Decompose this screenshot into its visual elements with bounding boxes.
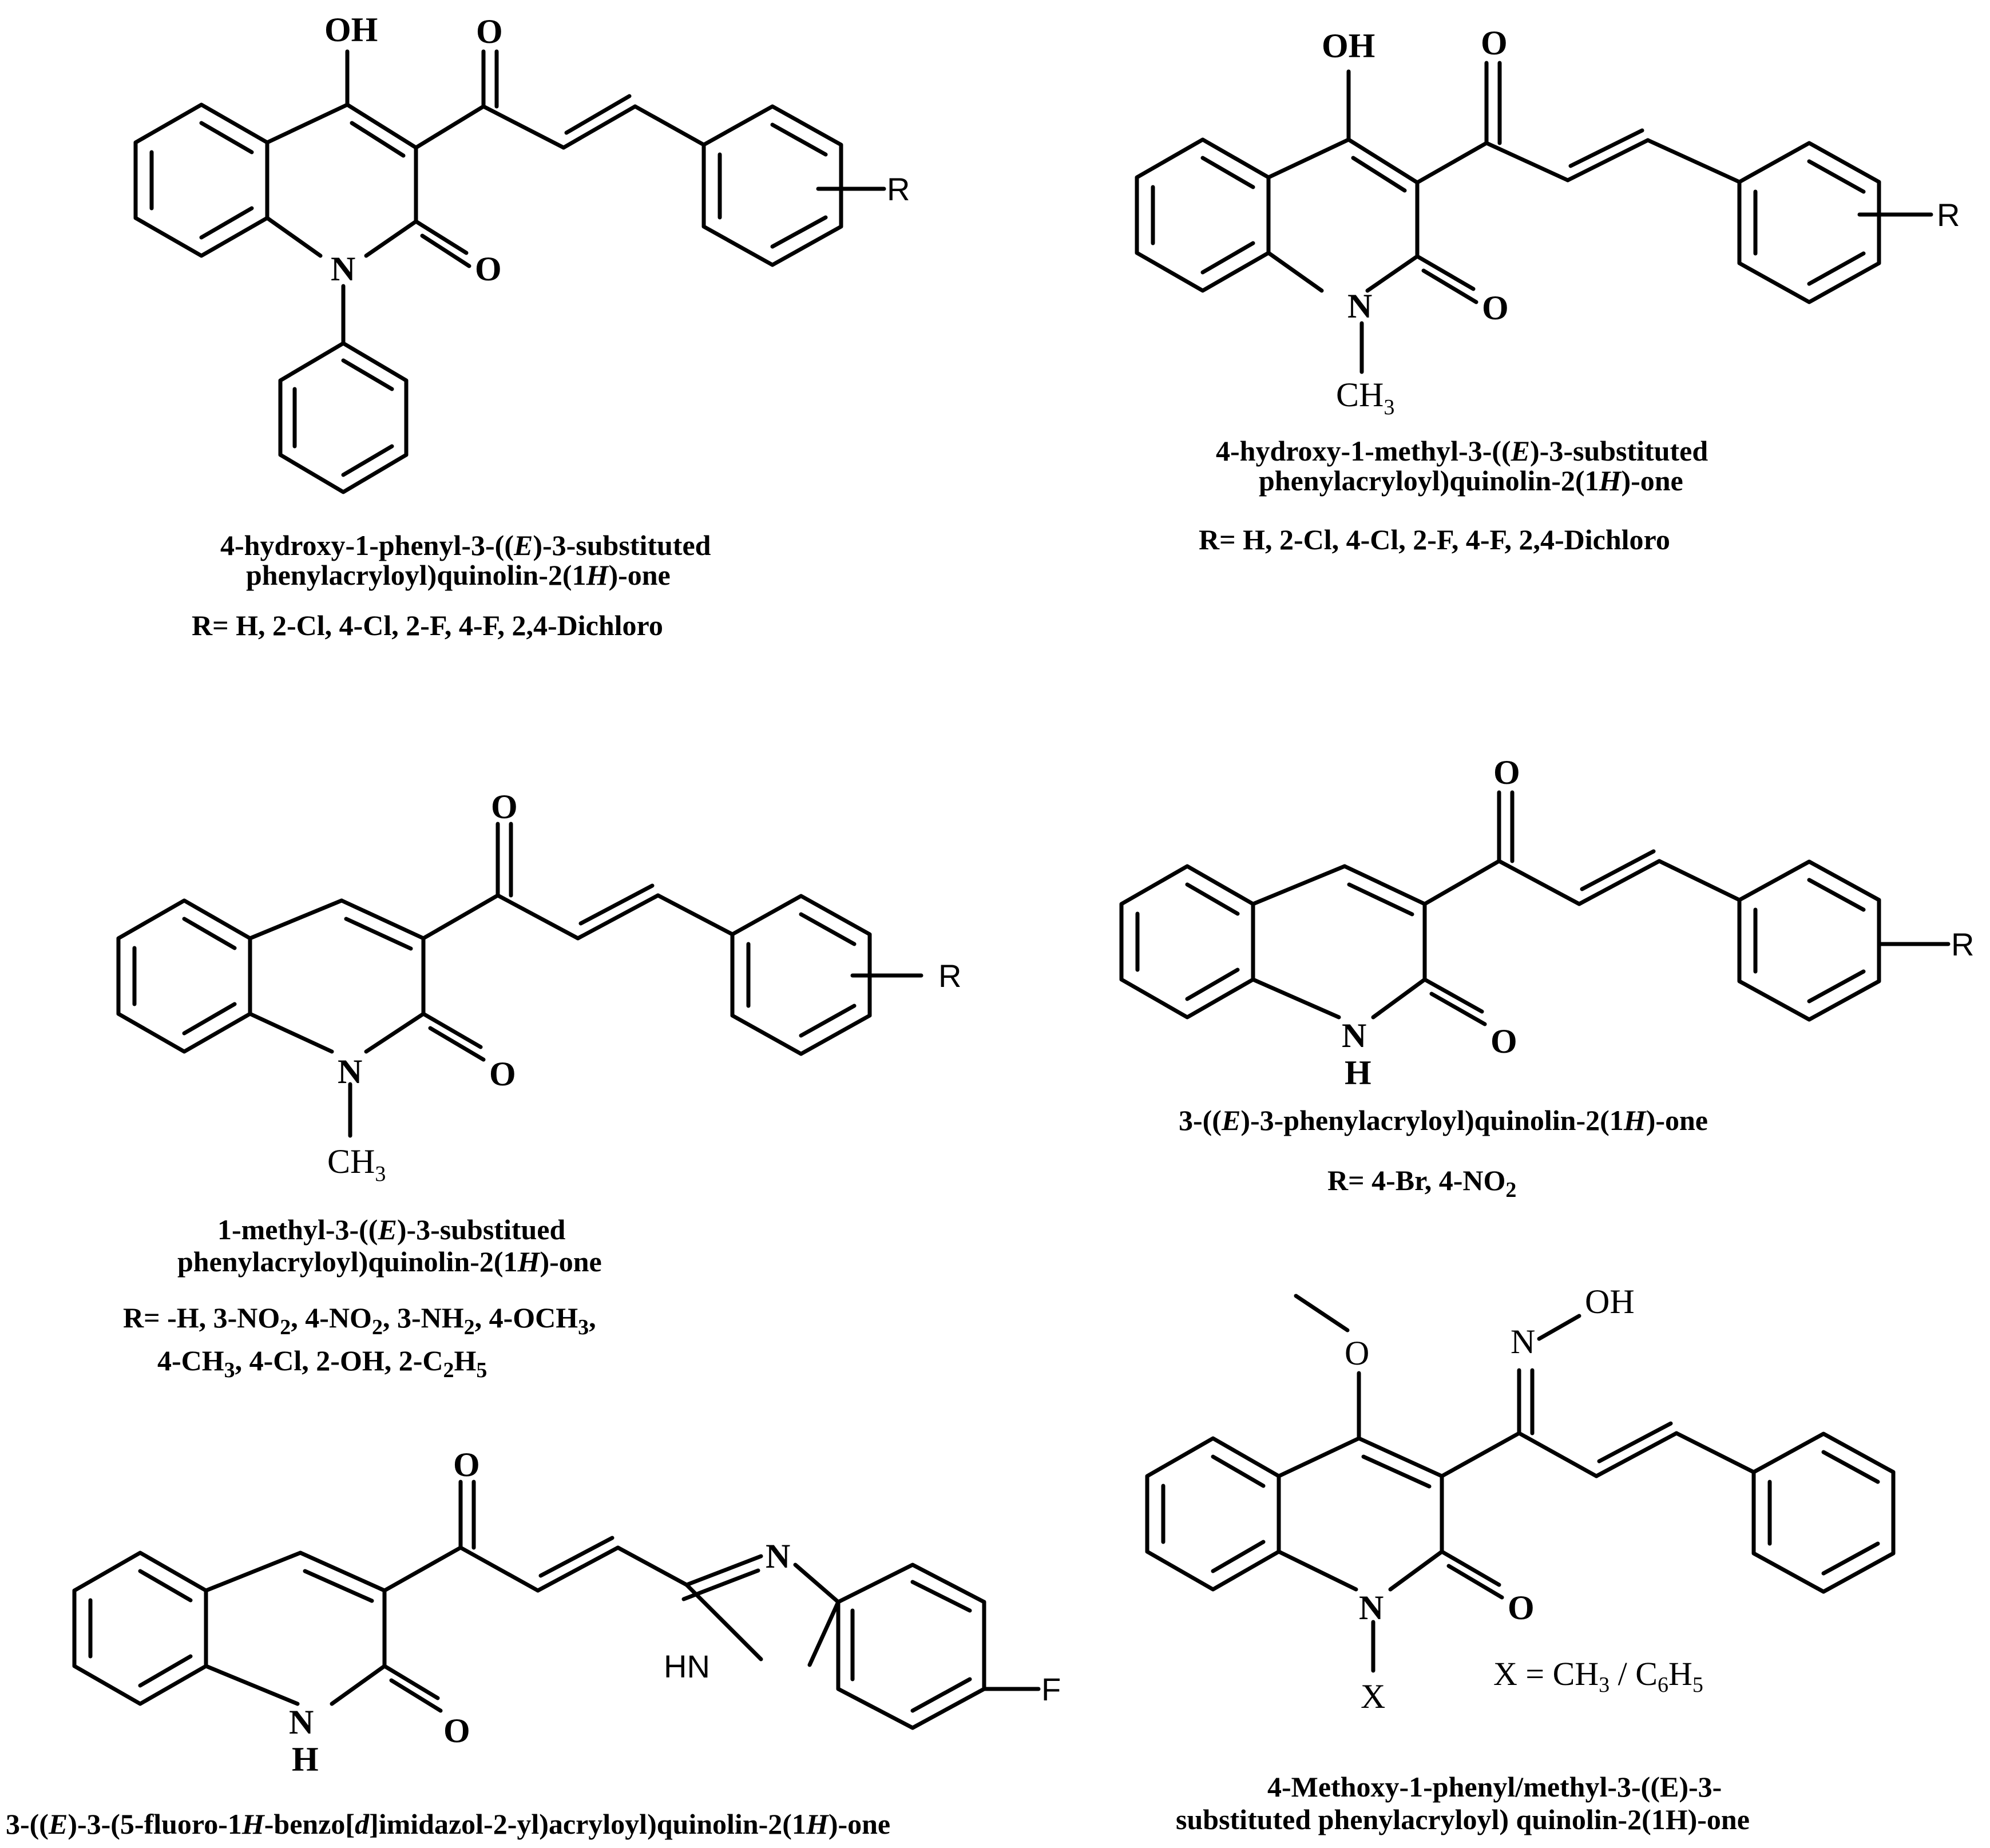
s5-n-label: N <box>289 1703 314 1741</box>
s1-caption-line1: 4-hydroxy-1-phenyl-3-((E)-3-substituted <box>220 529 711 561</box>
structure-3 <box>116 822 923 1138</box>
s4-caption: 3-((E)-3-phenylacryloyl)quinolin-2(1H)-o… <box>1179 1104 1708 1136</box>
s5-nh-h-label: H <box>292 1740 319 1778</box>
s1-o-ketone-label: O <box>476 13 503 50</box>
s5-o-ketone-label: O <box>453 1446 480 1484</box>
s5-o-lactam-label: O <box>443 1712 470 1750</box>
s6-oxime-n-label: N <box>1511 1323 1535 1361</box>
s3-o-ketone-label: O <box>491 788 518 826</box>
s1-r-definition: R= H, 2-Cl, 4-Cl, 2-F, 4-F, 2,4-Dichloro <box>192 609 663 641</box>
s2-caption-line2: phenylacryloyl)quinolin-2(1H)-one <box>1259 465 1683 497</box>
s6-methoxy-o-label: O <box>1345 1334 1369 1372</box>
s6-x-label: X <box>1361 1678 1385 1715</box>
structure-5 <box>72 1480 1041 1730</box>
s2-oh-label: OH <box>1322 27 1375 65</box>
s5-caption: 3-((E)-3-(5-fluoro-1H-benzo[d]imidazol-2… <box>6 1808 890 1840</box>
s5-imidazole-n-label: N <box>766 1537 790 1575</box>
s6-caption-line2: substituted phenylacryloyl) quinolin-2(1… <box>1176 1803 1750 1835</box>
structure-6 <box>1145 1294 1896 1673</box>
s4-o-lactam-label: O <box>1490 1022 1517 1060</box>
s4-r-definition: R= 4-Br, 4-NO2 <box>1327 1164 1516 1202</box>
s6-x-definition: X = CH3 / C6H5 <box>1493 1655 1703 1697</box>
s3-n-label: N <box>338 1053 362 1090</box>
s4-nh-h-label: H <box>1345 1054 1371 1092</box>
s6-caption-line1: 4-Methoxy-1-phenyl/methyl-3-((E)-3- <box>1267 1771 1722 1803</box>
s2-o-ketone-label: O <box>1481 24 1508 62</box>
s4-r-label: R <box>1951 926 1974 962</box>
s1-oh-label: OH <box>324 11 378 49</box>
s6-n-label: N <box>1359 1589 1384 1627</box>
s5-fluoro-label: F <box>1041 1671 1061 1707</box>
s4-n-label: N <box>1342 1017 1366 1054</box>
s3-caption-line2: phenylacryloyl)quinolin-2(1H)-one <box>177 1246 602 1278</box>
s6-oxime-oh-label: OH <box>1585 1283 1635 1320</box>
s6-o-lactam-label: O <box>1508 1589 1535 1627</box>
s2-caption-line1: 4-hydroxy-1-methyl-3-((E)-3-substituted <box>1216 435 1708 467</box>
structure-4 <box>1119 790 1951 1026</box>
s5-imidazole-hn-label: HN <box>664 1648 710 1684</box>
s2-methyl-label: CH3 <box>1336 376 1394 419</box>
s1-o-lactam-label: O <box>475 250 502 288</box>
structure-2 <box>1135 61 1933 374</box>
s3-r-definition-line2: 4-CH3, 4-Cl, 2-OH, 2-C2H5 <box>157 1345 487 1382</box>
s3-caption-line1: 1-methyl-3-((E)-3-substitued <box>217 1214 565 1246</box>
s2-r-definition: R= H, 2-Cl, 4-Cl, 2-F, 4-F, 2,4-Dichloro <box>1199 524 1670 556</box>
s2-n-label: N <box>1347 287 1372 325</box>
s4-o-ketone-label: O <box>1493 754 1520 791</box>
structure-1 <box>133 49 886 494</box>
s1-r-label: R <box>887 171 910 207</box>
s3-o-lactam-label: O <box>489 1055 516 1093</box>
s2-o-lactam-label: O <box>1482 289 1509 327</box>
s3-r-label: R <box>938 958 961 994</box>
s3-methyl-label: CH3 <box>327 1143 386 1186</box>
s2-r-label: R <box>1937 197 1960 233</box>
s3-r-definition-line1: R= -H, 3-NO2, 4-NO2, 3-NH2, 4-OCH3, <box>123 1302 596 1339</box>
s1-caption-line2: phenylacryloyl)quinolin-2(1H)-one <box>246 559 671 591</box>
s1-n-label: N <box>331 250 355 288</box>
